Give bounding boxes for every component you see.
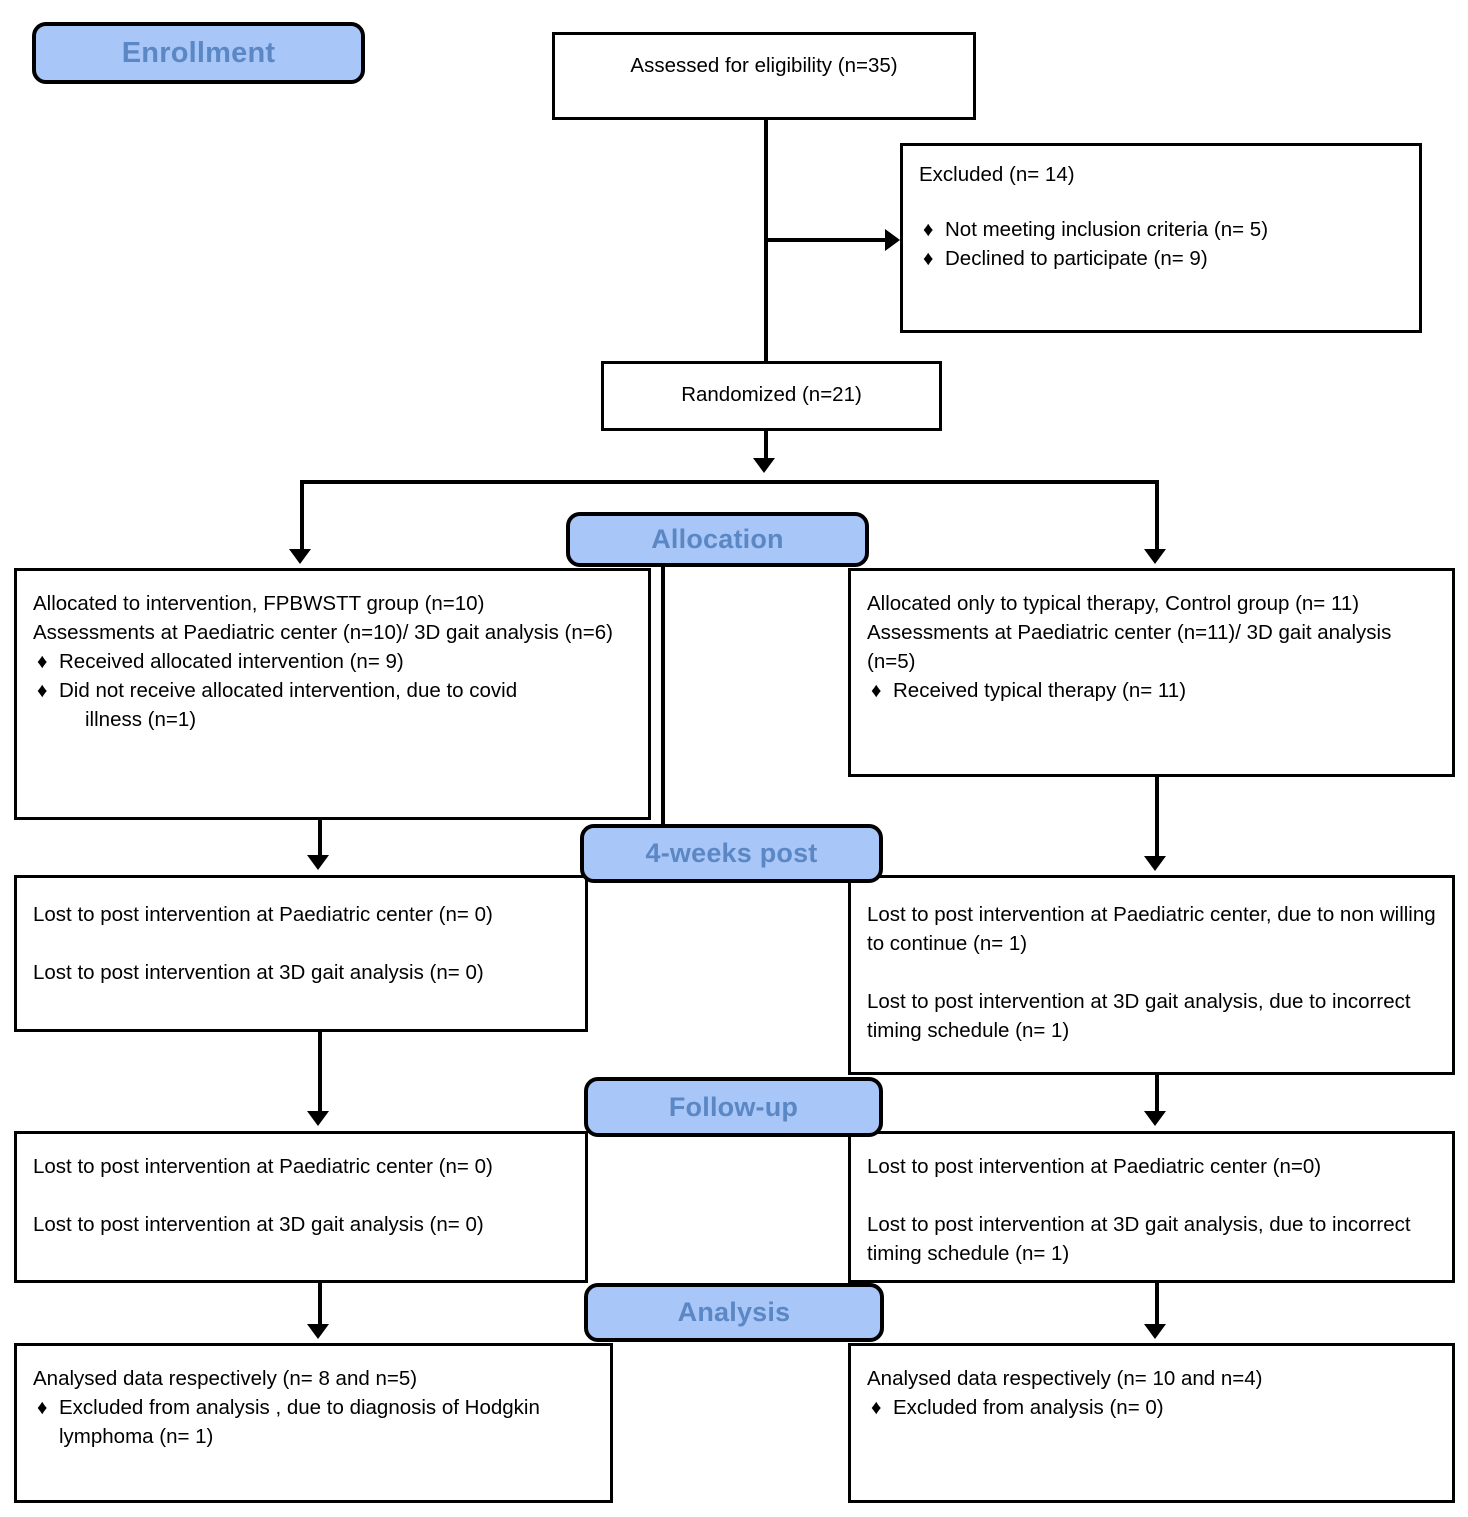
node-followup-right: Lost to post intervention at Paediatric … — [848, 1131, 1455, 1283]
node-analysis-left: Analysed data respectively (n= 8 and n=5… — [14, 1343, 613, 1503]
list-item: ♦ Received allocated intervention (n= 9) — [33, 647, 632, 676]
node-excluded: Excluded (n= 14) ♦ Not meeting inclusion… — [900, 143, 1422, 333]
stage-label-follow-up: Follow-up — [584, 1077, 883, 1137]
node-assessed-text: Assessed for eligibility (n=35) — [630, 54, 898, 77]
node-allocation-control: Allocated only to typical therapy, Contr… — [848, 568, 1455, 777]
arrowhead-right-post-to-followup — [1144, 1111, 1166, 1126]
arrowhead-to-excluded — [885, 229, 900, 251]
stage-label-four-weeks-post: 4-weeks post — [580, 824, 883, 883]
stage-label-allocation: Allocation — [566, 512, 869, 567]
bullet-icon: ♦ — [37, 679, 48, 702]
arrowhead-randomized-down — [753, 458, 775, 473]
node-allocation-control-line-1: Allocated only to typical therapy, Contr… — [867, 592, 1360, 615]
node-randomized: Randomized (n=21) — [601, 361, 942, 431]
node-allocation-control-line-2: Assessments at Paediatric center (n=11)/… — [867, 621, 1392, 673]
list-item-text: Did not receive allocated intervention, … — [59, 679, 518, 702]
node-allocation-intervention-line-1: Allocated to intervention, FPBWSTT group… — [33, 592, 485, 615]
arrowhead-left-followup-to-analysis — [307, 1324, 329, 1339]
node-post-intervention-left-line-2: Lost to post intervention at 3D gait ana… — [33, 961, 484, 984]
bullet-icon: ♦ — [871, 679, 882, 702]
list-item-text: Declined to participate (n= 9) — [945, 247, 1208, 270]
arrowhead-split-right — [1144, 549, 1166, 564]
stage-label-enrollment: Enrollment — [32, 22, 365, 84]
node-allocation-intervention-line-2: Assessments at Paediatric center (n=10)/… — [33, 621, 613, 644]
list-item-text: Excluded from analysis (n= 0) — [893, 1396, 1164, 1419]
list-item: ♦ Did not receive allocated intervention… — [33, 676, 632, 734]
stage-label-enrollment-text: Enrollment — [121, 36, 276, 69]
node-post-intervention-right-line-1: Lost to post intervention at Paediatric … — [867, 903, 1436, 955]
node-randomized-text: Randomized (n=21) — [681, 383, 862, 406]
arrowhead-left-post-to-followup — [307, 1111, 329, 1126]
node-post-intervention-left-line-1: Lost to post intervention at Paediatric … — [33, 903, 493, 926]
arrowhead-split-left — [289, 549, 311, 564]
stage-label-allocation-text: Allocation — [651, 524, 784, 554]
node-allocation-control-list: ♦ Received typical therapy (n= 11) — [867, 676, 1436, 705]
node-excluded-list: ♦ Not meeting inclusion criteria (n= 5) … — [919, 215, 1403, 273]
list-item: ♦ Declined to participate (n= 9) — [919, 244, 1403, 273]
node-analysis-right-heading: Analysed data respectively (n= 10 and n=… — [867, 1367, 1263, 1390]
connector-right-followup-to-analysis — [1155, 1283, 1159, 1327]
node-allocation-intervention: Allocated to intervention, FPBWSTT group… — [14, 568, 651, 820]
connector-center-spine — [661, 566, 665, 824]
node-followup-left-line-1: Lost to post intervention at Paediatric … — [33, 1155, 493, 1178]
node-analysis-left-heading: Analysed data respectively (n= 8 and n=5… — [33, 1367, 418, 1390]
node-post-intervention-right: Lost to post intervention at Paediatric … — [848, 875, 1455, 1075]
node-analysis-right: Analysed data respectively (n= 10 and n=… — [848, 1343, 1455, 1503]
list-item-text: Received typical therapy (n= 11) — [893, 679, 1187, 702]
connector-randomized-down — [764, 431, 768, 463]
connector-left-followup-to-analysis — [318, 1283, 322, 1327]
connector-left-post-to-followup — [318, 1032, 322, 1114]
arrowhead-right-followup-to-analysis — [1144, 1324, 1166, 1339]
node-post-intervention-right-line-2: Lost to post intervention at 3D gait ana… — [867, 990, 1411, 1042]
list-item: ♦ Excluded from analysis , due to diagno… — [33, 1393, 594, 1451]
node-analysis-left-list: ♦ Excluded from analysis , due to diagno… — [33, 1393, 594, 1451]
list-item-text: Received allocated intervention (n= 9) — [59, 650, 404, 673]
list-item-text: Excluded from analysis , due to diagnosi… — [59, 1396, 540, 1448]
list-item-continuation: illness (n=1) — [85, 708, 197, 731]
connector-right-post-to-followup — [1155, 1075, 1159, 1114]
node-assessed-for-eligibility: Assessed for eligibility (n=35) — [552, 32, 976, 120]
stage-label-four-weeks-post-text: 4-weeks post — [645, 838, 818, 868]
connector-split-horizontal — [300, 480, 1159, 484]
connector-to-excluded — [764, 238, 888, 242]
bullet-icon: ♦ — [923, 218, 934, 241]
node-followup-right-line-1: Lost to post intervention at Paediatric … — [867, 1155, 1322, 1178]
connector-split-left-down — [300, 480, 304, 552]
bullet-icon: ♦ — [37, 1396, 48, 1419]
node-followup-left-line-2: Lost to post intervention at 3D gait ana… — [33, 1213, 484, 1236]
connector-left-alloc-to-post — [318, 820, 322, 858]
bullet-icon: ♦ — [923, 247, 934, 270]
list-item: ♦ Not meeting inclusion criteria (n= 5) — [919, 215, 1403, 244]
node-followup-left: Lost to post intervention at Paediatric … — [14, 1131, 588, 1283]
connector-right-alloc-to-post — [1155, 777, 1159, 859]
arrowhead-left-alloc-to-post — [307, 855, 329, 870]
list-item: ♦ Received typical therapy (n= 11) — [867, 676, 1436, 705]
bullet-icon: ♦ — [871, 1396, 882, 1419]
node-post-intervention-left: Lost to post intervention at Paediatric … — [14, 875, 588, 1032]
list-item: ♦ Excluded from analysis (n= 0) — [867, 1393, 1436, 1422]
stage-label-follow-up-text: Follow-up — [668, 1091, 799, 1122]
node-followup-right-line-2: Lost to post intervention at 3D gait ana… — [867, 1213, 1411, 1265]
list-item-text: Not meeting inclusion criteria (n= 5) — [945, 218, 1269, 241]
arrowhead-right-alloc-to-post — [1144, 856, 1166, 871]
node-analysis-right-list: ♦ Excluded from analysis (n= 0) — [867, 1393, 1436, 1422]
stage-label-analysis: Analysis — [584, 1283, 884, 1342]
bullet-icon: ♦ — [37, 650, 48, 673]
connector-split-right-down — [1155, 480, 1159, 552]
stage-label-analysis-text: Analysis — [677, 1297, 791, 1327]
node-excluded-heading: Excluded (n= 14) — [919, 163, 1075, 186]
node-allocation-intervention-list: ♦ Received allocated intervention (n= 9)… — [33, 647, 632, 734]
